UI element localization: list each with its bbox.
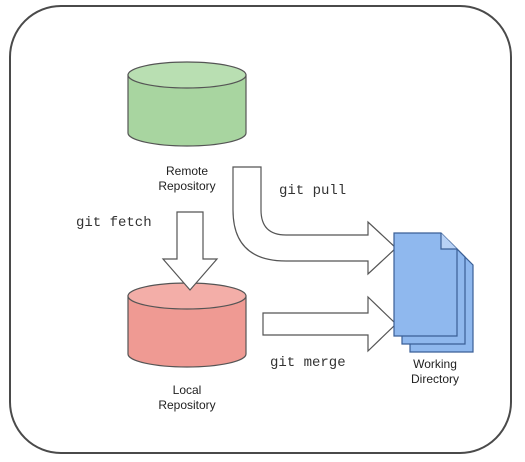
local-label-line1: Local (172, 383, 202, 397)
remote-repository-label: Remote Repository (137, 164, 237, 194)
working-directory-documents-icon (393, 232, 474, 353)
local-label-line2: Repository (158, 398, 216, 412)
git-merge-label: git merge (270, 355, 346, 371)
remote-label-line1: Remote (165, 164, 209, 178)
git-fetch-arrow (161, 211, 219, 291)
working-directory-label: Working Directory (385, 357, 485, 387)
remote-label-line2: Repository (158, 179, 216, 193)
working-label-line2: Directory (410, 372, 459, 386)
working-label-line1: Working (413, 357, 457, 371)
local-repository-cylinder (127, 282, 247, 368)
git-merge-arrow (262, 295, 397, 353)
local-repository-label: Local Repository (137, 383, 237, 413)
git-pull-label: git pull (279, 183, 347, 199)
remote-repository-cylinder (127, 61, 247, 147)
git-fetch-label: git fetch (76, 215, 152, 231)
git-pull-arrow (232, 166, 397, 276)
